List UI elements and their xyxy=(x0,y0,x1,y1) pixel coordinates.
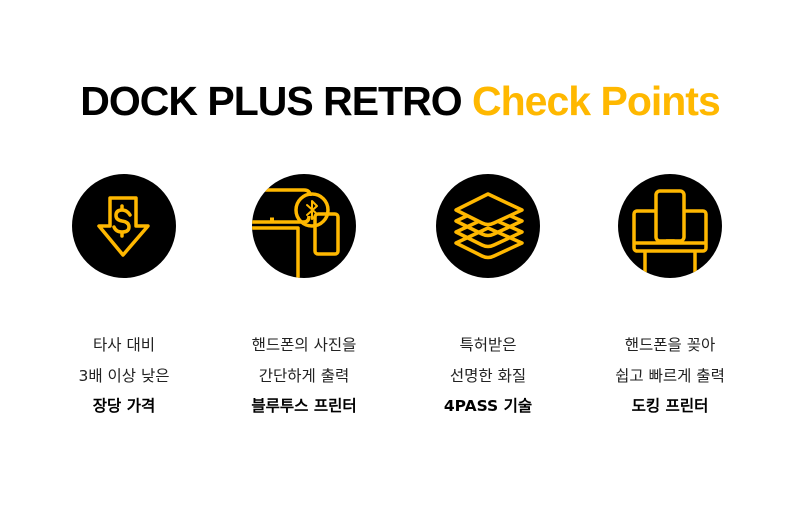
checkpoint-4pass: 특허받은 선명한 화질 4PASS 기술 xyxy=(398,174,578,422)
point-text: 특허받은 xyxy=(459,336,517,354)
point-highlight: 장당 가격 xyxy=(92,397,156,415)
point-text: 핸드폰을 꽂아 xyxy=(624,336,716,354)
point-text: 쉽고 빠르게 출력 xyxy=(615,366,725,385)
title-highlight: Check Points xyxy=(472,78,721,124)
point-text: 간단하게 출력 xyxy=(258,366,350,385)
page-title: DOCK PLUS RETRO Check Points xyxy=(0,78,800,125)
point-text: 타사 대비 xyxy=(93,336,155,354)
point-text: 선명한 화질 xyxy=(449,366,527,385)
checkpoint-bluetooth: 핸드폰의 사진을 간단하게 출력 블루투스 프린터 xyxy=(214,174,394,422)
price-down-icon xyxy=(72,174,176,278)
checkpoint-docking: 핸드폰을 꽂아 쉽고 빠르게 출력 도킹 프린터 xyxy=(580,174,760,422)
point-highlight: 4PASS 기술 xyxy=(443,397,533,415)
layers-icon xyxy=(436,174,540,278)
point-text: 3배 이상 낮은 xyxy=(78,366,170,385)
docking-icon xyxy=(618,174,722,278)
title-main: DOCK PLUS RETRO xyxy=(80,78,462,124)
bluetooth-printer-icon xyxy=(252,174,356,278)
checkpoint-price: 타사 대비 3배 이상 낮은 장당 가격 xyxy=(34,174,214,422)
point-text: 핸드폰의 사진을 xyxy=(251,336,357,354)
point-highlight: 블루투스 프린터 xyxy=(251,397,357,415)
point-highlight: 도킹 프린터 xyxy=(631,397,709,415)
